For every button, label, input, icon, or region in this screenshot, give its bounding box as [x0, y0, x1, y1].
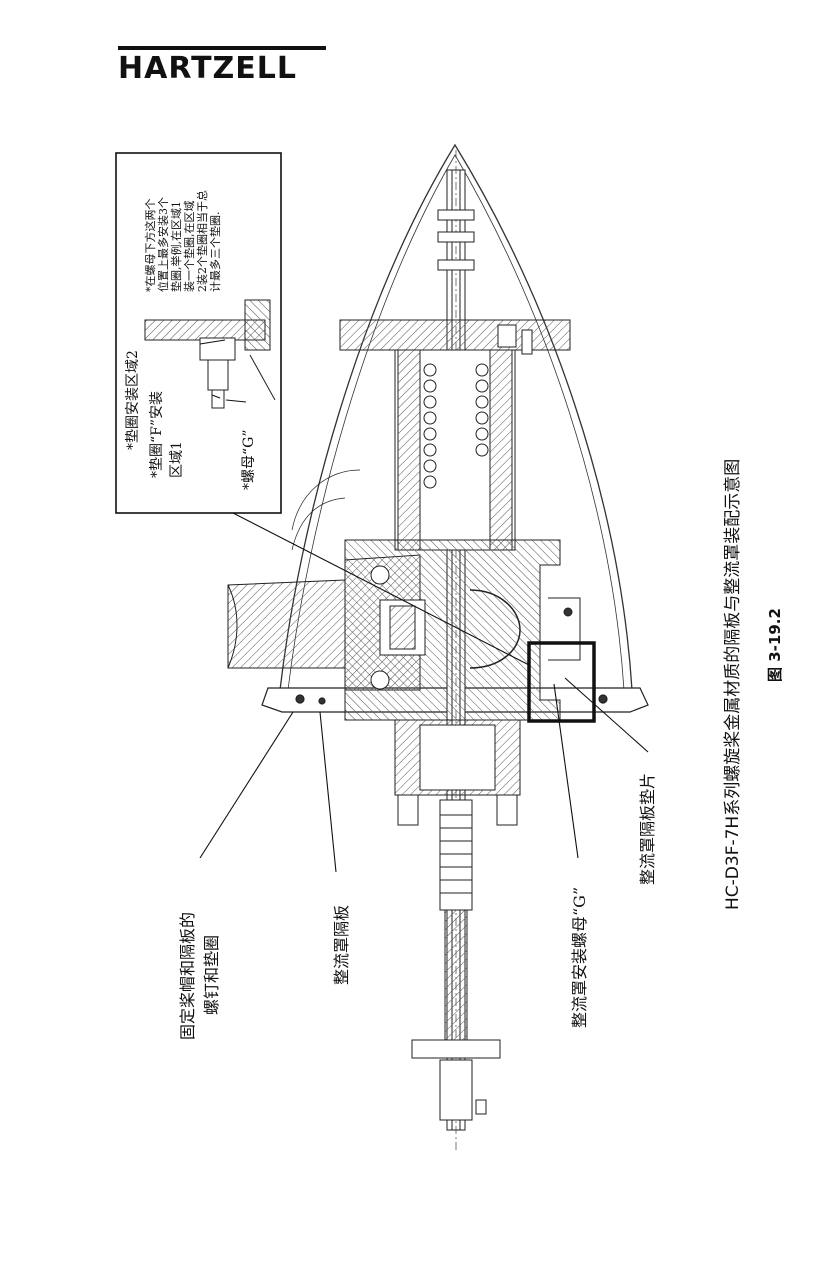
callout-spinner-bulkhead: 整流罩隔板 — [332, 904, 351, 985]
detail-washer-f-line2: 区域1 — [169, 441, 185, 478]
detail-note-line: 计最多三个垫圈. — [209, 211, 222, 293]
blade-root — [227, 469, 361, 669]
detail-washer-f-line1: *垫圈“F”安装 — [149, 390, 165, 478]
lower-cylinder — [394, 719, 521, 1121]
hub-body — [227, 539, 581, 721]
figure-title: HC-D3F-7H系列螺旋桨金属材质的隔板与整流罩装配示意图 — [723, 458, 743, 910]
detail-note-line: *在螺母下方这两个 — [144, 198, 157, 293]
upper-cylinder — [339, 319, 571, 551]
logo-bar — [118, 46, 326, 50]
detail-washer-area2: *垫圈安装区域2 — [125, 350, 141, 450]
detail-nut-g: *螺母“G” — [241, 429, 257, 491]
callout-bolt-washer-line1: 固定桨帽和隔板的 — [178, 911, 197, 1040]
callout-bolt-washer-line2: 螺钉和垫圈 — [202, 934, 221, 1015]
detail-note-line: 2装2个垫圈相当于总 — [196, 190, 209, 292]
figure-number: 图 3-19.2 — [766, 608, 784, 682]
callout-spinner-nut-g: 整流罩安装螺母“G” — [570, 886, 589, 1028]
detail-note-line: 装一个垫圈,在区域 — [183, 200, 196, 293]
detail-note-line: 位置上最多安装3个 — [157, 197, 170, 292]
logo-text: HARTZELL — [118, 51, 298, 86]
callout-bulkhead-shim: 整流罩隔板垫片 — [638, 772, 657, 885]
spinner-dome — [279, 143, 633, 691]
detail-note: *在螺母下方这两个 位置上最多安装3个 垫圈,举例,在区域1 装一个垫圈,在区域… — [144, 190, 222, 292]
leader-lines — [199, 339, 649, 873]
detail-note-line: 垫圈,举例,在区域1 — [170, 201, 183, 292]
hartzell-logo: HARTZELL — [118, 46, 326, 86]
detail-inset — [115, 152, 282, 514]
detail-highlight-box — [527, 641, 596, 723]
